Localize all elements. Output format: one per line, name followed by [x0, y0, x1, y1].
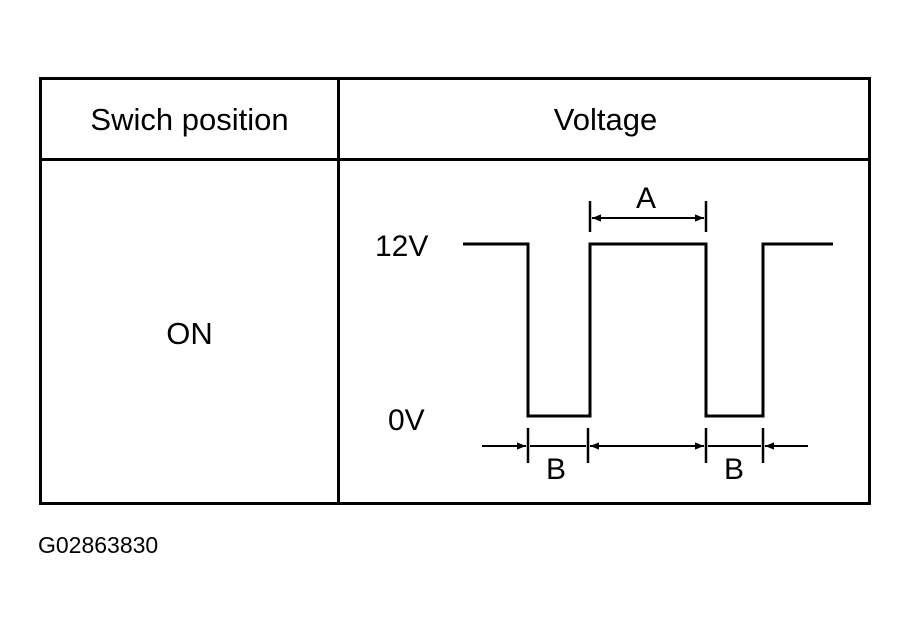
- high-voltage-label: 12V: [375, 230, 428, 263]
- square-wave-signal: [463, 242, 833, 418]
- switch-position-header: Swich position: [90, 102, 289, 137]
- figure-code: G02863830: [38, 532, 159, 558]
- low-voltage-label: 0V: [388, 404, 425, 437]
- dimension-a-label: A: [636, 182, 656, 215]
- switch-voltage-table: Swich position Voltage ON: [39, 77, 871, 505]
- voltage-header: Voltage: [553, 102, 658, 137]
- dimension-b-label-2: B: [724, 453, 744, 486]
- dimension-b-label-1: B: [546, 453, 566, 486]
- column-divider: [337, 80, 340, 502]
- header-row-divider: [42, 158, 868, 161]
- switch-position-value: ON: [166, 316, 213, 351]
